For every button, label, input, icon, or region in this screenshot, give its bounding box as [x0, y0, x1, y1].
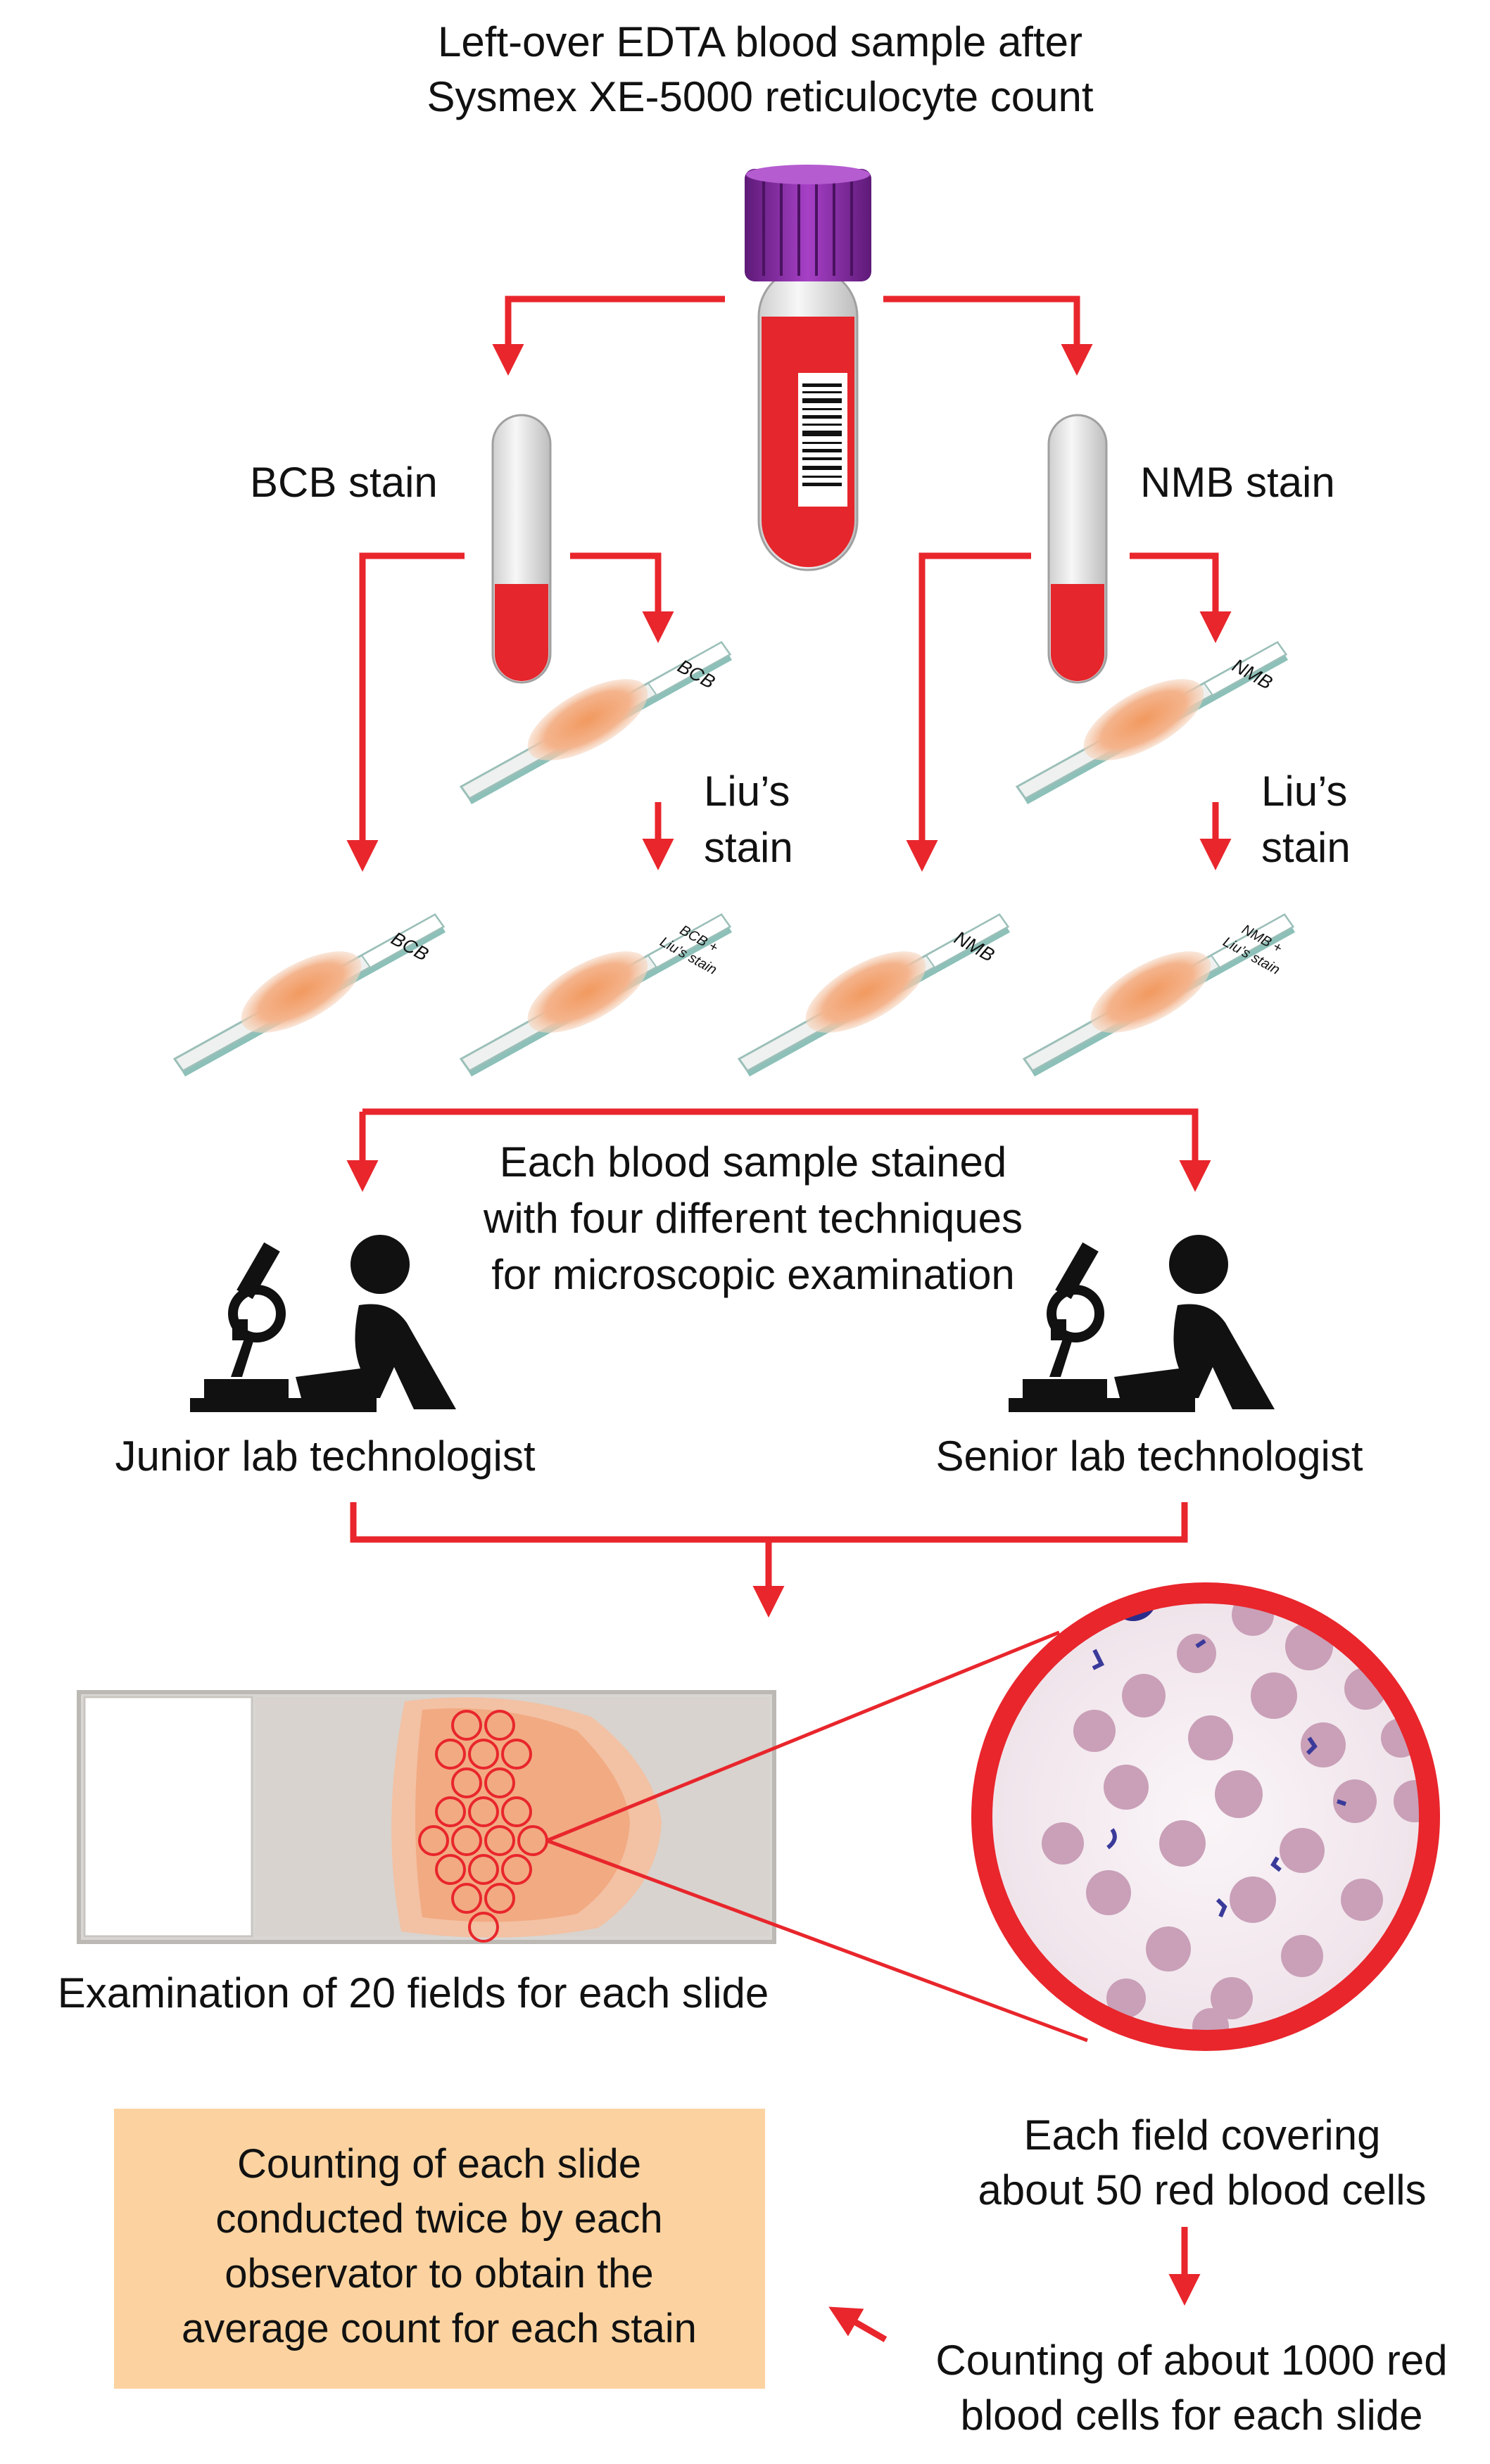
- title-line-2: Sysmex XE-5000 reticulocyte count: [427, 73, 1093, 120]
- title-line-1: Left-over EDTA blood sample after: [438, 18, 1082, 65]
- field-cover-line-1: Each field covering: [1024, 2111, 1381, 2159]
- examined-slide: [77, 1690, 776, 1944]
- senior-technologist-label: Senior lab technologist: [935, 1433, 1363, 1480]
- count-arrows: [828, 2227, 1201, 2342]
- liu-stain-left-line-1: Liu’s: [704, 768, 790, 815]
- slide-bcb-liu: BCB + Liu’s stain: [460, 913, 733, 1078]
- box-line-4: average count for each stain: [182, 2306, 697, 2351]
- zoom-lines: [546, 1630, 1088, 2043]
- liu-stain-right-line-1: Liu’s: [1261, 768, 1347, 815]
- magnified-view-icon: [971, 1582, 1440, 2051]
- liu-stain-left-line-2: stain: [704, 824, 793, 871]
- branch-arrows: [346, 552, 1232, 872]
- center-text-line-2: with four different techniques: [483, 1195, 1023, 1242]
- summary-box: Counting of each slide conducted twice b…: [114, 2109, 765, 2389]
- field-cover-line-2: about 50 red blood cells: [978, 2166, 1426, 2214]
- bcb-stain-label: BCB stain: [250, 459, 438, 506]
- count-line-1: Counting of about 1000 red: [935, 2337, 1447, 2384]
- merge-arrows: [350, 1502, 1188, 1618]
- box-line-1: Counting of each slide: [237, 2141, 641, 2187]
- junior-technologist-icon: [190, 1235, 456, 1412]
- slide-nmb: NMB: [738, 913, 1011, 1078]
- blood-tube-icon: [745, 165, 871, 571]
- center-text-line-1: Each blood sample stained: [500, 1138, 1006, 1186]
- nmb-stain-label: NMB stain: [1140, 459, 1335, 506]
- liu-stain-right-line-2: stain: [1261, 824, 1351, 871]
- observer-arrows: [346, 1108, 1211, 1192]
- count-line-2: blood cells for each slide: [960, 2392, 1422, 2439]
- junior-technologist-label: Junior lab technologist: [115, 1433, 535, 1480]
- nmb-tube-icon: [1047, 414, 1108, 684]
- split-arrows: [492, 296, 1093, 376]
- fields-text: Examination of 20 fields for each slide: [58, 1969, 769, 2017]
- slide-nmb-liu: NMB + Liu’s stain: [1023, 913, 1296, 1078]
- bcb-tube-icon: [491, 414, 552, 684]
- slide-bcb: BCB: [173, 913, 447, 1078]
- box-line-2: conducted twice by each: [215, 2196, 662, 2242]
- center-text-line-3: for microscopic examination: [491, 1251, 1015, 1298]
- senior-technologist-icon: [1009, 1235, 1275, 1412]
- box-line-3: observator to obtain the: [225, 2251, 653, 2297]
